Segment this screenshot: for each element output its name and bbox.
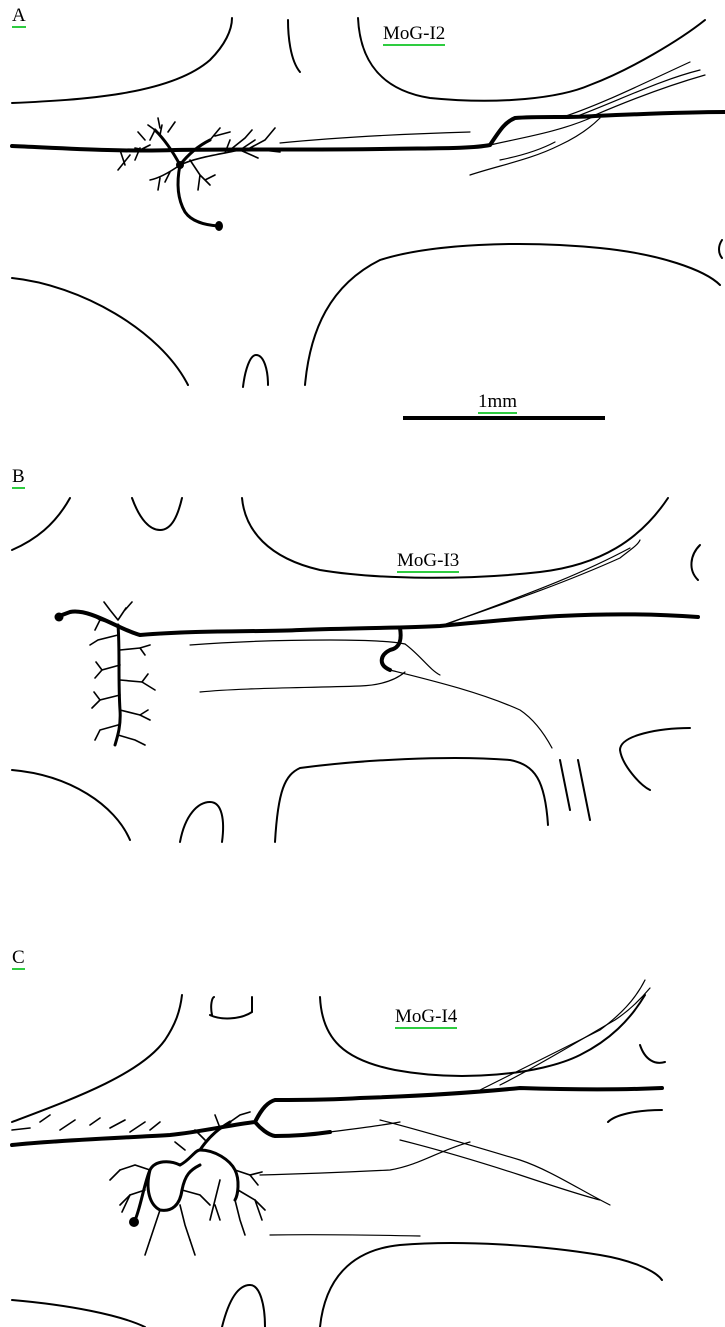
dendrites-b [90, 602, 155, 745]
dendrites-c [12, 1112, 265, 1255]
soma-c [129, 1217, 139, 1227]
panel-b: B MoG-I3 [0, 430, 725, 860]
axon-c [12, 980, 662, 1236]
axon-terminal-a [215, 221, 223, 231]
axon-b [62, 540, 698, 748]
soma-a [176, 161, 184, 169]
axon-a [12, 62, 725, 175]
tissue-contours-b [12, 498, 700, 842]
neuron-drawing-a [0, 0, 725, 430]
dendrites-a [118, 118, 280, 226]
neuron-drawing-b [0, 430, 725, 860]
tissue-contours-a [12, 18, 722, 387]
tissue-contours-c [12, 995, 665, 1327]
neuron-drawing-c [0, 860, 725, 1327]
panel-c: C MoG-I4 [0, 860, 725, 1327]
scale-bar-label: 1mm [478, 392, 517, 411]
soma-b [55, 613, 64, 622]
panel-a: A MoG-I2 [0, 0, 725, 430]
scale-bar-label-text: 1mm [478, 391, 517, 414]
